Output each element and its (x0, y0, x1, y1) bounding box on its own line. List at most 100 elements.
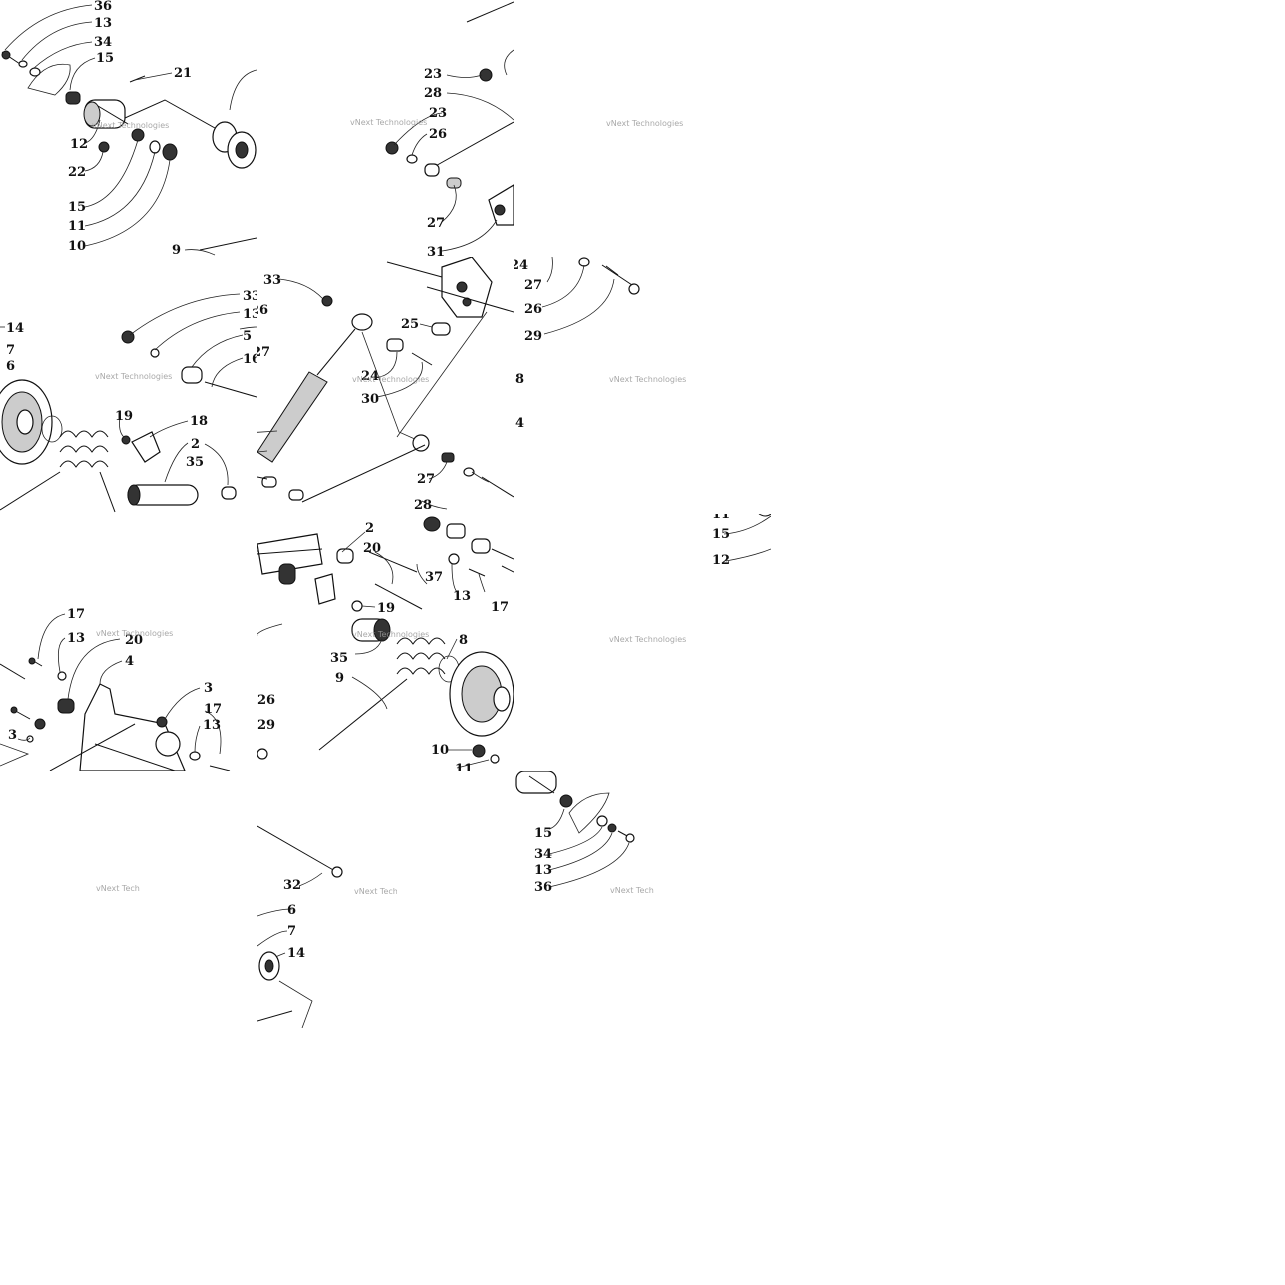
bushing-part (221, 486, 237, 500)
bolt-part (411, 352, 433, 366)
callout-number: 12 (70, 137, 88, 152)
callout-number: 5 (243, 329, 252, 344)
watermark-text: vNext Technologies (352, 375, 429, 384)
washer-part (149, 140, 161, 154)
callout-number: 27 (257, 345, 270, 360)
watermark-text: vNext Technologies (92, 121, 169, 130)
watermark-text: vNext Technologies (96, 884, 140, 893)
tile-drawing: 36 13 34 15 21 12 22 15 11 10 9 vNext Te… (1, 0, 257, 257)
rear-arm-bracket-part (441, 257, 493, 318)
bushing-part (412, 434, 430, 452)
bushing-part (386, 338, 404, 352)
callout-number: 27 (417, 472, 435, 487)
callout-number: 7 (287, 924, 296, 939)
callout-number: 7 (6, 343, 15, 358)
callout-number: 32 (283, 878, 301, 893)
wheel-part (258, 951, 280, 981)
callout-number: 27 (524, 278, 542, 293)
torsion-spring-part (59, 430, 116, 513)
callout-number: 29 (257, 718, 275, 733)
callout-number: 15 (68, 200, 86, 215)
callout-number: 12 (712, 553, 730, 568)
tile-drawing: 32 6 7 14 vNext Technologies (257, 825, 397, 1028)
callout-number: 2 (365, 521, 374, 536)
idler-wheel-part (449, 651, 514, 737)
nut-part (156, 716, 168, 728)
spacer-part (446, 177, 462, 189)
callout-number: 4 (257, 543, 258, 558)
washer-part (18, 60, 28, 68)
pivot-block-part (515, 771, 557, 794)
callout-number: 13 (94, 16, 112, 31)
callout-number: 23 (424, 67, 442, 82)
callout-number: 26 (524, 302, 542, 317)
bolt-part (28, 657, 43, 667)
callout-number: 31 (427, 245, 445, 257)
bolt-part (1, 50, 21, 65)
cover-plate-part (27, 63, 71, 96)
bushing-part (278, 563, 296, 585)
watermark-text: vNext Technologies (609, 375, 686, 384)
callout-number: 2 (191, 437, 200, 452)
callout-number: 17 (204, 702, 222, 717)
callout-number: 25 (401, 317, 419, 332)
callout-number: 3 (257, 627, 258, 642)
callout-number: 15 (712, 527, 730, 542)
tile-drawing: 24 27 26 29 24 18 vNext Technologies (514, 257, 686, 431)
callout-number: 13 (67, 631, 85, 646)
callout-number: 36 (94, 0, 112, 14)
tile-drawing: 23 28 23 26 27 31 vNext Technologies (350, 1, 514, 257)
nut-part (121, 330, 135, 344)
cross-shaft-part (368, 551, 418, 573)
axle-bolt-part (257, 825, 336, 872)
nut-part (26, 735, 34, 743)
callout-number: 20 (125, 633, 143, 648)
callout-number: 15 (96, 51, 114, 66)
callout-number: 15 (534, 826, 552, 841)
callout-number: 24 (514, 416, 524, 431)
diagram-tile-middle-right: 24 27 26 29 24 18 vNext Technologies (514, 257, 771, 514)
tile-drawing: 17 13 20 4 3 17 13 3 vNext Technologies (0, 607, 231, 771)
callout-number: 37 (425, 570, 443, 585)
callout-number: 4 (125, 654, 134, 669)
bolt-part (129, 75, 146, 83)
nut-part (479, 68, 493, 82)
bushing-part (446, 523, 466, 539)
bolt-part (472, 744, 486, 758)
bolt-part (468, 568, 486, 577)
cover-plate-part (568, 792, 610, 834)
diagram-tile-lower-left: 17 13 20 4 3 17 13 3 vNext Technologies (0, 514, 257, 771)
callout-number: 6 (6, 359, 15, 374)
washer-part (607, 823, 617, 833)
washer-part (596, 815, 608, 827)
bushing-part (336, 548, 354, 564)
bushing-part (57, 698, 75, 714)
watermark-text: vNext Technologies (606, 119, 683, 128)
diagram-tile-lower-right: 11 15 12 vNext Technologies (514, 514, 771, 771)
washer-part (121, 435, 131, 445)
callout-number: 28 (414, 498, 432, 513)
callout-number: 18 (190, 414, 208, 429)
callout-number: 24 (361, 369, 379, 384)
pivot-shaft-part (127, 484, 199, 506)
bolt-part (617, 830, 635, 843)
idler-wheel-part (0, 379, 53, 465)
diagram-tile-lower-center: 2 20 37 13 17 19 8 35 9 26 29 38 10 11 4… (257, 514, 514, 771)
callout-number: 3 (204, 681, 213, 696)
washer-part (351, 600, 363, 612)
washer-part (463, 467, 475, 477)
callout-number: 10 (431, 743, 449, 758)
diagram-tile-bottom-center: 32 6 7 14 vNext Technologies (257, 771, 397, 1028)
washer-part (29, 67, 41, 77)
cross-shaft-part (204, 381, 257, 398)
watermark-text: vNext Technologies (96, 629, 173, 638)
callout-number: 33 (263, 273, 281, 288)
snap-ring-part (41, 415, 63, 443)
callout-number: 10 (68, 239, 86, 254)
callout-number: 30 (361, 392, 379, 407)
callout-number: 19 (115, 409, 133, 424)
bushing-part (424, 163, 440, 177)
callout-number: 14 (287, 946, 305, 961)
callout-number: 22 (68, 165, 86, 180)
